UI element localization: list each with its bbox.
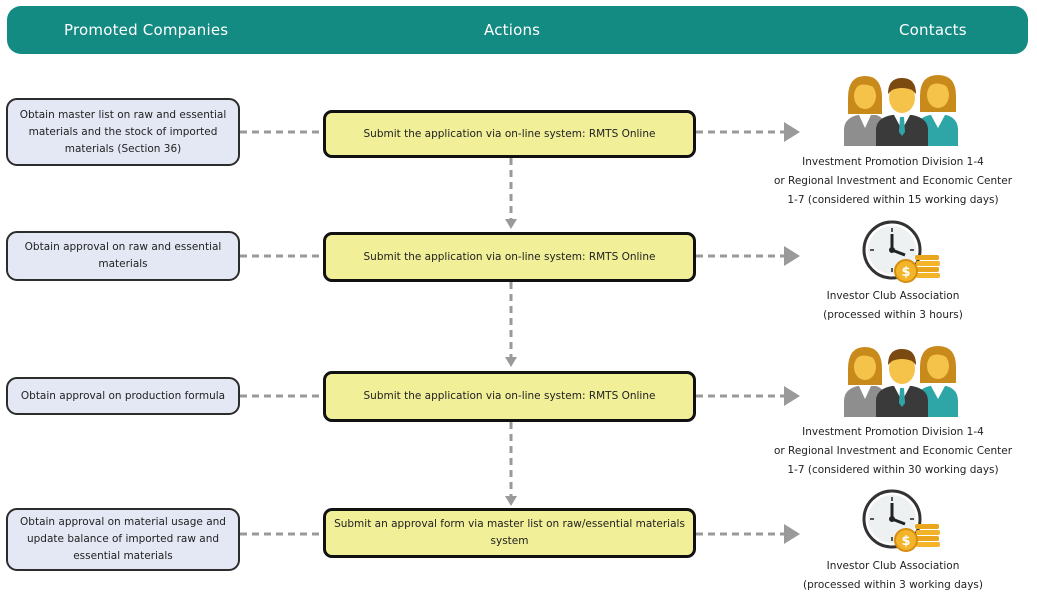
step-2-action: Submit the application via on-line syste…	[323, 232, 696, 282]
column-header-bar: Promoted Companies Actions Contacts	[7, 6, 1028, 54]
arrowhead-down-1	[505, 219, 517, 229]
step-4-contact: Investor Club Association (processed wit…	[752, 557, 1034, 595]
step-3-action: Submit the application via on-line syste…	[323, 371, 696, 422]
step-3-requirement: Obtain approval on production formula	[6, 377, 240, 415]
header-actions: Actions	[484, 21, 541, 39]
contact-line: (processed within 3 hours)	[823, 309, 963, 321]
svg-text:$: $	[901, 534, 910, 549]
header-promoted-companies: Promoted Companies	[64, 21, 229, 39]
people-group-icon	[844, 346, 958, 417]
step-2-requirement: Obtain approval on raw and essential mat…	[6, 231, 240, 281]
step-1-contact: Investment Promotion Division 1-4 or Reg…	[752, 153, 1034, 210]
arrowhead-down-2	[505, 357, 517, 367]
step-1-action: Submit the application via on-line syste…	[323, 110, 696, 158]
contact-line: or Regional Investment and Economic Cent…	[773, 175, 1013, 187]
contact-line: (processed within 3 working days)	[803, 579, 983, 591]
contact-line: 1-7 (considered within 15 working days)	[787, 194, 999, 206]
step-4-requirement: Obtain approval on material usage and up…	[6, 508, 240, 571]
arrowhead-right-1	[784, 122, 800, 142]
clock-coins-icon: $	[862, 220, 940, 283]
step-1-requirement: Obtain master list on raw and essential …	[6, 98, 240, 166]
clock-coins-icon: $	[862, 489, 940, 552]
svg-text:$: $	[901, 265, 910, 280]
contact-line: or Regional Investment and Economic Cent…	[773, 445, 1013, 457]
arrowhead-right-4	[784, 524, 800, 544]
arrowhead-right-3	[784, 386, 800, 406]
contact-line: Investor Club Association	[826, 290, 960, 302]
arrowhead-right-2	[784, 246, 800, 266]
arrowhead-down-3	[505, 496, 517, 506]
contact-line: Investment Promotion Division 1-4	[802, 426, 984, 438]
people-group-icon	[844, 75, 958, 146]
contact-line: 1-7 (considered within 30 working days)	[787, 464, 999, 476]
contact-line: Investment Promotion Division 1-4	[802, 156, 984, 168]
step-3-contact: Investment Promotion Division 1-4 or Reg…	[752, 423, 1034, 480]
header-contacts: Contacts	[899, 21, 967, 39]
step-4-action: Submit an approval form via master list …	[323, 508, 696, 558]
contact-line: Investor Club Association	[826, 560, 960, 572]
step-2-contact: Investor Club Association (processed wit…	[752, 287, 1034, 325]
